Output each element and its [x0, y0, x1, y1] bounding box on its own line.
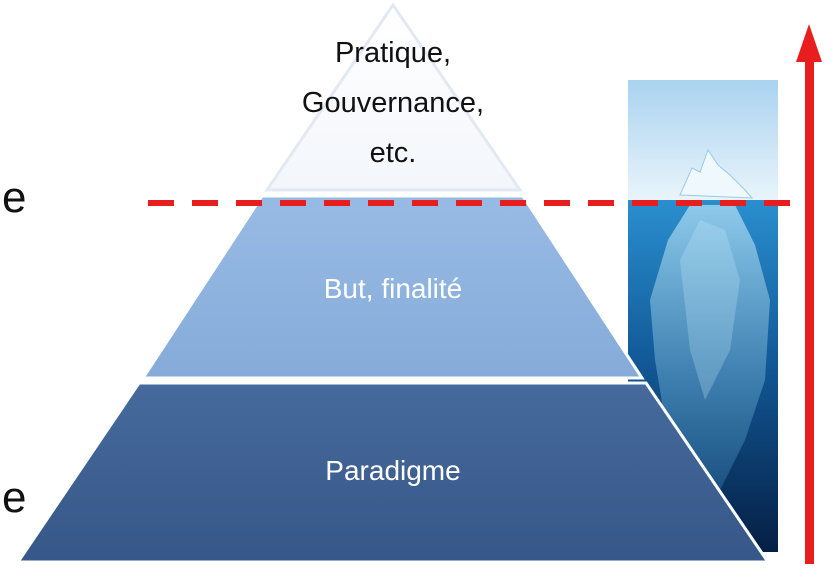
pyramid-bottom-label: Paradigme	[325, 455, 460, 486]
up-arrow-icon	[796, 24, 822, 564]
pyramid-top-label-line3: etc.	[370, 137, 417, 169]
pyramid-top-layer	[264, 2, 523, 192]
pyramid-middle-label: But, finalité	[324, 273, 463, 304]
pyramid-bottom-layer	[15, 381, 771, 564]
left-fragment-lower: e	[2, 473, 26, 522]
left-fragment-upper: e	[2, 173, 26, 222]
pyramid-middle-layer	[140, 194, 645, 380]
iceberg-photo	[628, 80, 778, 552]
pyramid-top-label-line1: Pratique,	[335, 37, 451, 69]
pyramid-top-label-line2: Gouvernance,	[302, 87, 484, 119]
